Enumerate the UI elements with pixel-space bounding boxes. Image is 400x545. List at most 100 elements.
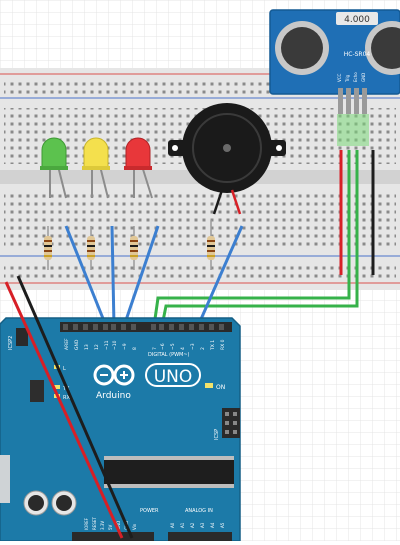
resistor-3-band-3 (130, 250, 138, 252)
resistor-3-band-1 (130, 240, 138, 242)
sensor-pin-highlight (337, 114, 369, 146)
analog-pin-label-a1: A1 (180, 522, 185, 528)
sensor-face-label: 4.000 (344, 15, 370, 25)
header-slot (73, 324, 78, 330)
icsp-pin (233, 412, 237, 416)
wire-sensor-echo (160, 150, 359, 327)
icsp-pins (225, 412, 237, 434)
chip-pins-top (104, 456, 234, 460)
pin-label-6: ~6 (160, 343, 166, 350)
header-slot (189, 324, 194, 330)
resistor-2-band-3 (87, 250, 95, 252)
led-green (40, 137, 68, 199)
bottom-rail-holes (4, 262, 396, 278)
microcontroller-chip (104, 460, 234, 484)
tx-led (54, 385, 60, 389)
analog-label: ANALOG IN (185, 508, 213, 514)
arduino-logo-right-ring (113, 364, 135, 386)
l-led-label: L (63, 366, 66, 372)
power-pin-label-gnd1: GND (116, 521, 121, 530)
sensor-pin-echo (354, 88, 359, 114)
brand-label: Arduino (96, 391, 131, 401)
led-yellow-leg-right (99, 165, 109, 199)
led-red-rim (124, 166, 152, 170)
power-pin-label-5v: 5V (108, 524, 113, 530)
sensor-transducer-right (371, 27, 400, 69)
icsp2-label: ICSP2 (8, 336, 14, 350)
buzzer-tab-right-hole (276, 145, 282, 151)
wire-red-led (122, 225, 160, 327)
header-slot (169, 324, 174, 330)
analog-pin-label-a3: A3 (200, 522, 205, 528)
header-slot (93, 324, 98, 330)
led-yellow (82, 137, 110, 199)
led-yellow-body (83, 137, 109, 169)
lower-terminal-holes (4, 190, 396, 246)
pin-label-3: ~3 (190, 343, 196, 350)
on-label: ON (216, 384, 225, 391)
resistor-4-band-2 (207, 245, 215, 247)
led-green-leg-right (57, 165, 67, 199)
sensor-pin-gnd (362, 88, 367, 114)
chip-pins-bottom (104, 484, 234, 488)
resistor-1-band-3 (44, 250, 52, 252)
resistor-2-band-2 (87, 245, 95, 247)
header-slot (151, 324, 156, 330)
buzzer-leg-positive (230, 189, 242, 215)
resistor-1-band-4 (44, 255, 52, 257)
power-pin-label-reset: RESET (92, 517, 97, 530)
usb-connector (0, 455, 10, 503)
resistor-4-band-1 (207, 240, 215, 242)
wire-buzzer (196, 225, 244, 327)
analog-pin-label-a2: A2 (190, 522, 195, 528)
resistor-3 (130, 226, 138, 270)
capacitor-1-top (28, 495, 44, 511)
wire-sensor-trig (152, 150, 351, 327)
sensor-pin-label-trig: Trig (345, 74, 350, 83)
analog-pin-label-a0: A0 (170, 522, 175, 528)
led-red-leg-right (141, 165, 153, 199)
header-slot (199, 324, 204, 330)
header-slot (111, 324, 116, 330)
analog-header (168, 532, 232, 541)
pin-label-9: ~9 (122, 343, 128, 350)
sensor-pin-label-gnd: GND (361, 73, 366, 82)
reset-button (30, 380, 44, 402)
pin-label-13: 13 (84, 344, 90, 350)
icsp2-header (16, 328, 28, 346)
pin-label-4: 4 (180, 347, 186, 350)
buzzer-tab-left-hole (172, 145, 178, 151)
resistor-2 (87, 226, 95, 270)
led-green-rim (40, 166, 68, 170)
resistor-2-band-1 (87, 240, 95, 242)
pin-label-2: 2 (200, 347, 206, 350)
digital-header (60, 322, 232, 332)
led-red (124, 137, 153, 199)
pin-label-8: 8 (132, 347, 138, 350)
sensor-crystal (336, 12, 378, 25)
analog-pin-label-a4: A4 (210, 522, 215, 528)
sensor-transducer-left (281, 27, 323, 69)
icsp-pin (225, 430, 229, 434)
pin-label-gnd: GND (74, 339, 80, 350)
wire-green-led (64, 225, 108, 327)
wire-power-5v (4, 281, 124, 539)
led-red-body (125, 137, 151, 169)
header-slot (103, 324, 108, 330)
uno-badge (145, 363, 201, 387)
power-pin-label-3v3: 3.3V (100, 521, 105, 530)
icsp-header (222, 408, 240, 438)
icsp-pin (233, 421, 237, 425)
pin-label-10: ~10 (112, 340, 118, 350)
header-slot (219, 324, 224, 330)
resistor-1 (44, 226, 52, 270)
power-label: POWER (140, 508, 159, 514)
power-pin-label-ioref: IOREF (84, 517, 89, 530)
power-header (72, 532, 154, 541)
capacitor-2-top (56, 495, 72, 511)
sensor-pin-label-echo: Echo (353, 72, 358, 82)
resistor-3-band-4 (130, 255, 138, 257)
resistor-4 (207, 220, 215, 270)
on-led (205, 383, 213, 388)
